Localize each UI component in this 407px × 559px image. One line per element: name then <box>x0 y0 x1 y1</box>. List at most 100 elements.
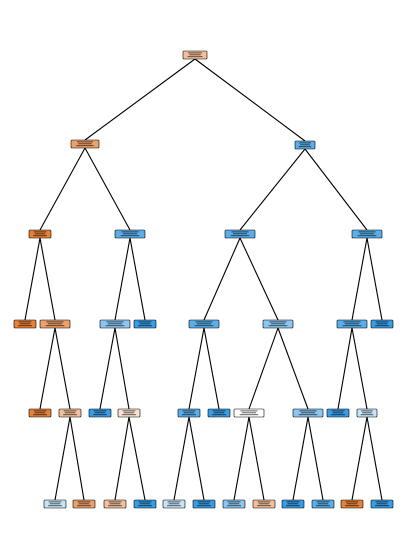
tree-node-text-line <box>108 501 122 503</box>
tree-edge <box>307 416 324 501</box>
tree-edge <box>366 416 383 501</box>
tree-node-text-line <box>346 503 358 505</box>
tree-edge <box>203 237 241 321</box>
tree-node <box>356 408 378 418</box>
tree-node-text-line <box>121 231 139 233</box>
tree-node-text-line <box>317 503 329 505</box>
tree-edge <box>39 147 86 231</box>
tree-node-text-line <box>94 412 106 414</box>
tree-node-text-line <box>197 505 211 507</box>
tree-node-text-line <box>197 501 211 503</box>
tree-edge <box>54 327 71 410</box>
tree-node-text-line <box>105 325 125 327</box>
tree-node-text-line <box>48 505 62 507</box>
tree-node-text-line <box>123 412 135 414</box>
tree-node-text-line <box>48 501 62 503</box>
tree-edge <box>366 237 383 321</box>
tree-node-text-line <box>168 503 180 505</box>
tree-node <box>311 499 335 509</box>
tree-edge <box>84 58 196 141</box>
tree-node-text-line <box>18 321 32 323</box>
tree-node-text-line <box>298 146 312 148</box>
tree-node-text-line <box>167 501 181 503</box>
tree-node-text-line <box>240 410 258 412</box>
tree-node-text-line <box>33 235 47 237</box>
tree-node <box>370 499 394 509</box>
tree-node <box>326 408 350 418</box>
tree-node <box>70 139 100 149</box>
tree-node <box>99 319 131 329</box>
tree-node-text-line <box>77 141 94 143</box>
tree-node-text-line <box>231 231 249 233</box>
tree-node-text-line <box>299 410 317 412</box>
tree-node-text-line <box>375 321 389 323</box>
tree-node <box>340 499 364 509</box>
tree-node <box>117 408 141 418</box>
tree-node-text-line <box>375 501 389 503</box>
tree-node-text-line <box>258 503 270 505</box>
tree-node-text-line <box>77 505 91 507</box>
tree-node-text-line <box>227 501 241 503</box>
tree-node-text-line <box>120 235 140 237</box>
tree-node-text-line <box>198 503 210 505</box>
tree-node-text-line <box>183 412 195 414</box>
tree-node-text-line <box>360 414 374 416</box>
tree-node-text-line <box>33 414 47 416</box>
tree-node <box>224 229 256 239</box>
tree-edge <box>114 237 131 321</box>
tree-node <box>351 229 383 239</box>
tree-node <box>281 499 305 509</box>
tree-edge <box>128 416 146 501</box>
tree-node <box>39 319 71 329</box>
tree-node-text-line <box>345 501 359 503</box>
tree-node <box>114 229 146 239</box>
tree-node-text-line <box>230 235 250 237</box>
tree-edge <box>114 327 130 410</box>
tree-edge <box>194 58 306 142</box>
tree-nodes <box>13 50 394 509</box>
tree-edge <box>24 237 41 321</box>
tree-node-text-line <box>34 233 46 235</box>
tree-node-text-line <box>358 231 376 233</box>
tree-node-text-line <box>357 235 377 237</box>
tree-node <box>233 408 265 418</box>
tree-node-text-line <box>109 503 121 505</box>
tree-node <box>292 408 324 418</box>
tree-node-text-line <box>361 410 373 412</box>
tree-node-text-line <box>298 414 318 416</box>
tree-node-text-line <box>122 410 136 412</box>
tree-node-text-line <box>138 325 152 327</box>
tree-edge <box>239 237 279 321</box>
tree-node <box>336 319 368 329</box>
tree-node <box>28 229 52 239</box>
tree-node-text-line <box>107 323 123 325</box>
tree-node-text-line <box>187 56 203 58</box>
tree-node-text-line <box>122 233 138 235</box>
tree-node <box>207 408 231 418</box>
tree-edge <box>54 416 71 501</box>
tree-edge <box>114 416 130 501</box>
tree-node-text-line <box>182 410 196 412</box>
tree-edge <box>129 237 146 321</box>
tree-edge <box>351 416 368 501</box>
tree-edge <box>304 148 368 231</box>
tree-node-text-line <box>375 505 389 507</box>
tree-node-text-line <box>78 503 90 505</box>
tree-node <box>28 408 52 418</box>
tree-node-text-line <box>64 412 76 414</box>
tree-node-text-line <box>228 503 240 505</box>
tree-node-text-line <box>241 412 257 414</box>
tree-edge <box>239 148 306 231</box>
tree-node-text-line <box>122 414 136 416</box>
tree-node-text-line <box>287 503 299 505</box>
tree-node-text-line <box>33 231 47 233</box>
tree-node-text-line <box>316 505 330 507</box>
tree-node-text-line <box>106 321 124 323</box>
tree-edge <box>203 327 220 410</box>
tree-node <box>133 319 157 329</box>
tree-node-text-line <box>227 505 241 507</box>
tree-node-text-line <box>257 501 271 503</box>
tree-node-text-line <box>78 143 92 145</box>
tree-edges <box>24 58 383 501</box>
tree-edge <box>188 416 205 501</box>
